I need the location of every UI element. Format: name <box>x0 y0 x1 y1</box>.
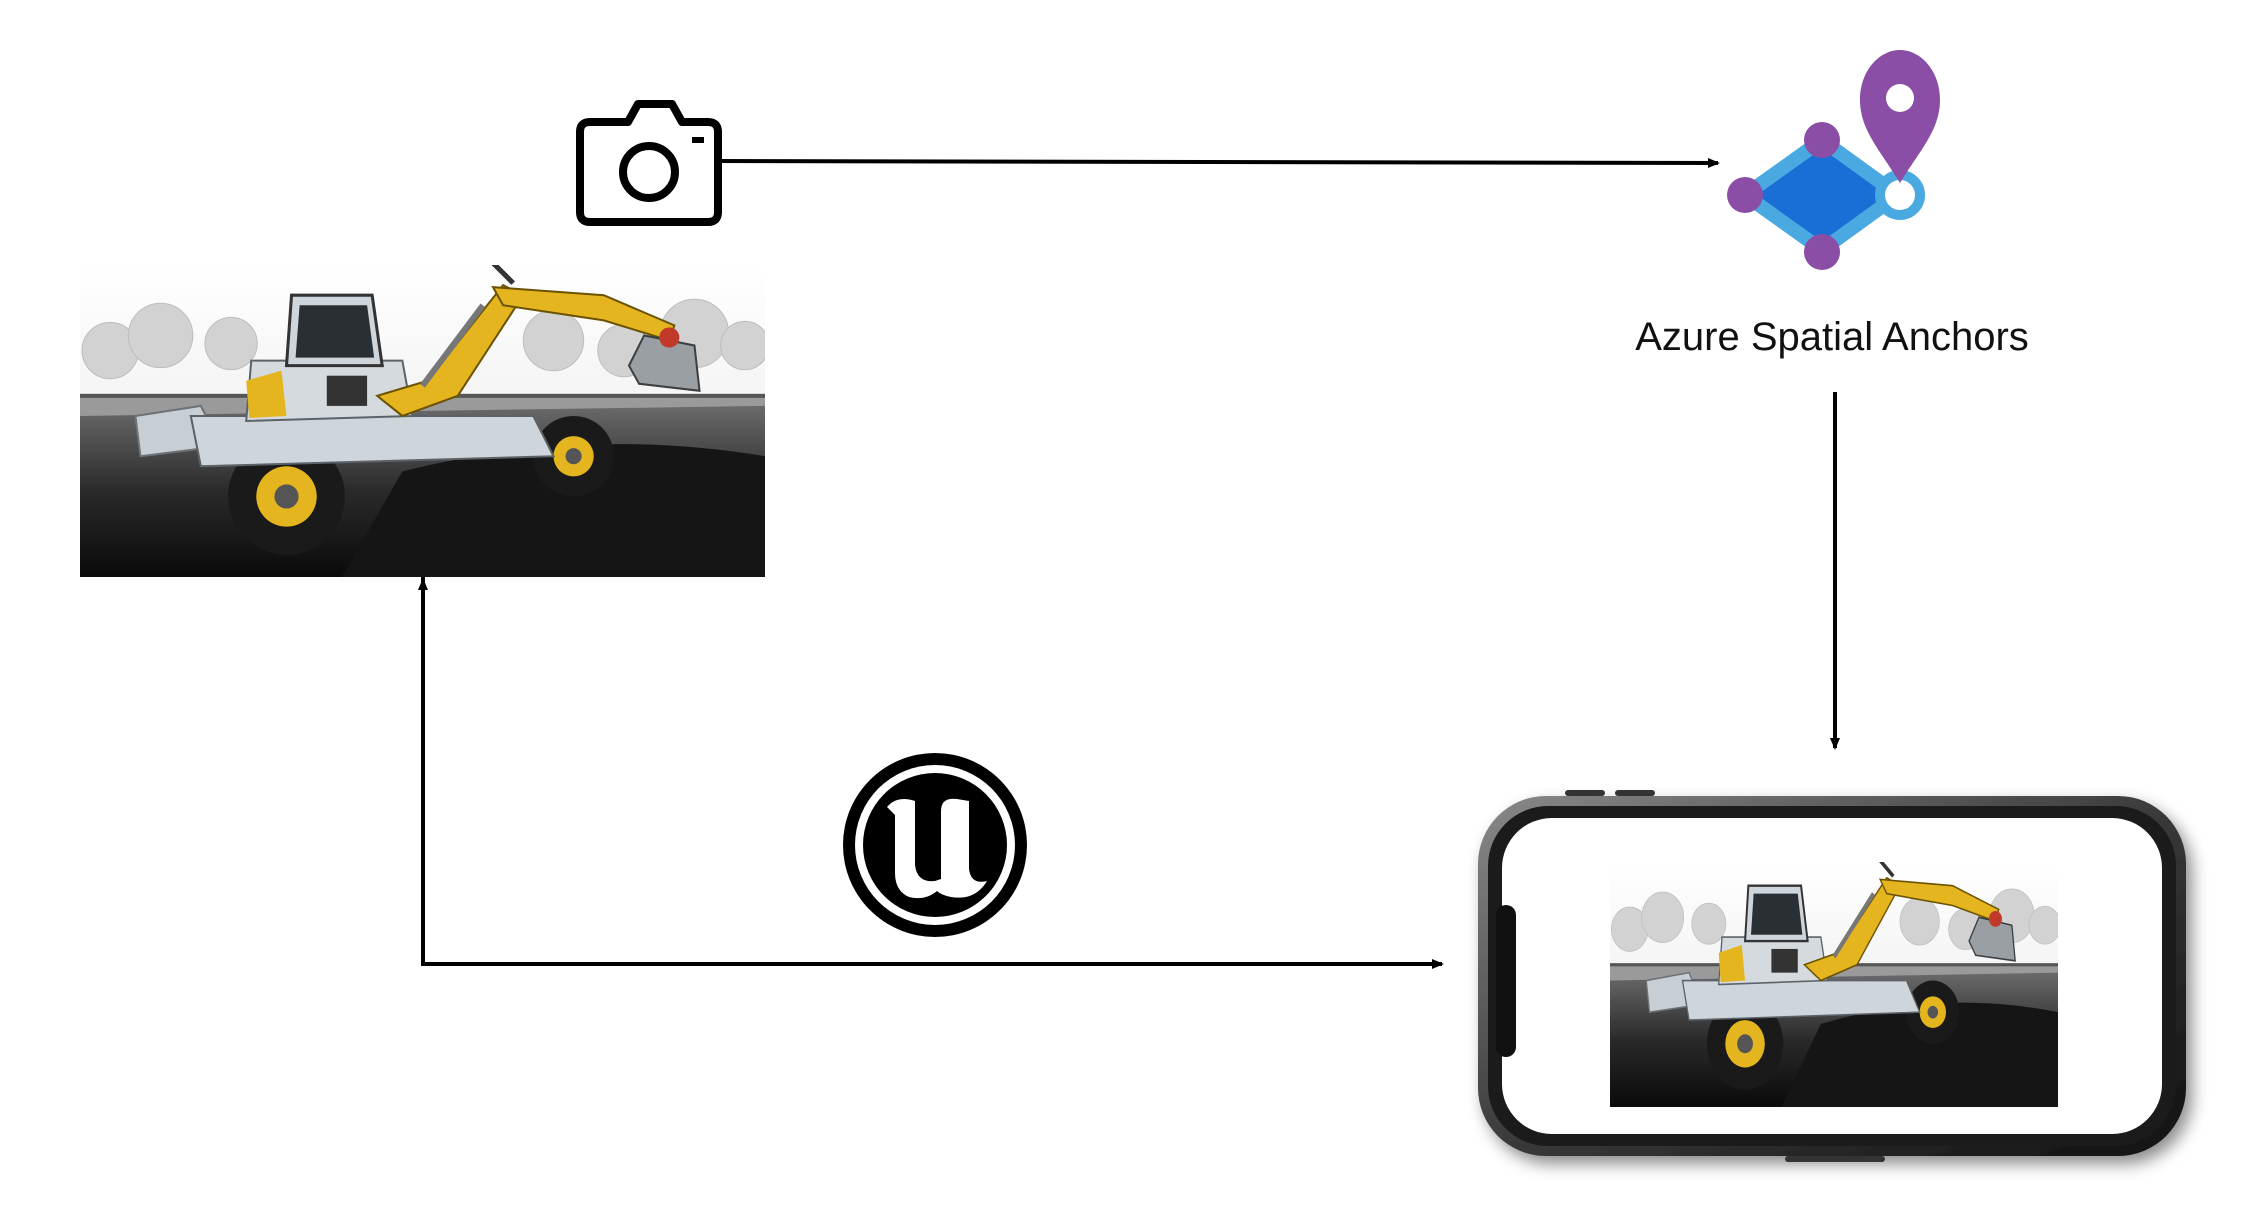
arrow-camera-to-azure <box>721 157 1720 168</box>
unreal-engine-logo <box>843 753 1027 937</box>
smartphone <box>1478 790 2186 1162</box>
camera-icon <box>576 100 722 226</box>
azure-spatial-anchors-label: Azure Spatial Anchors <box>1635 315 2029 359</box>
excavator-photo <box>80 263 769 577</box>
phone-screen-excavator <box>1610 860 2061 1107</box>
azure-spatial-anchors-icon <box>1727 50 1940 270</box>
arrow-excavator-to-phone <box>421 575 1444 969</box>
